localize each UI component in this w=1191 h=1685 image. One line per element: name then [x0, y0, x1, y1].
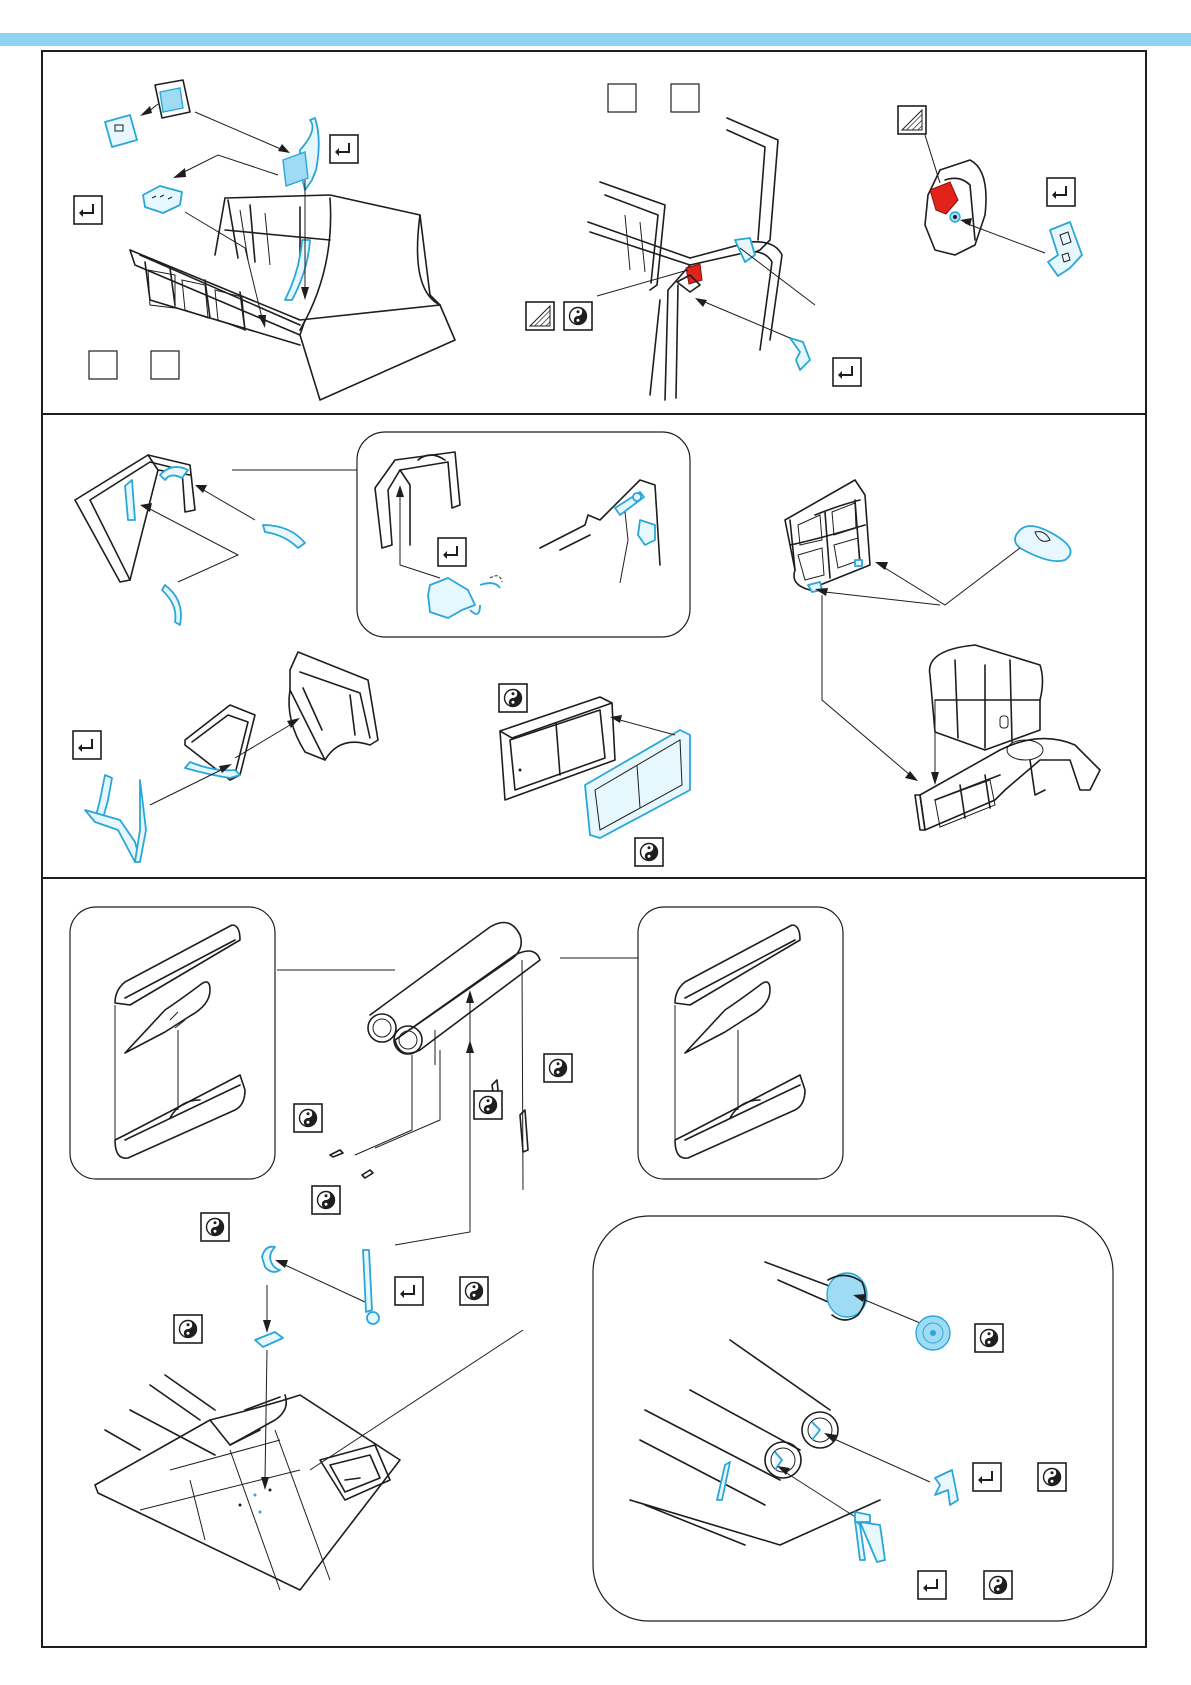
- yin-yang-paint-icon: [1038, 1463, 1066, 1491]
- yin-yang-paint-icon: [544, 1054, 572, 1082]
- bomb-tube-pair: [70, 907, 843, 1190]
- bend-icon: [1047, 178, 1075, 206]
- bend-icon: [833, 358, 861, 386]
- yin-yang-paint-icon: [312, 1186, 340, 1214]
- hatched-remove-icon: [526, 302, 554, 330]
- cage-frame-assembly: [785, 480, 1100, 830]
- detail-inset: [638, 907, 843, 1179]
- bend-icon: [438, 538, 466, 566]
- yin-yang-paint-icon: [499, 684, 527, 712]
- window-frame: [85, 652, 690, 862]
- bend-icon: [74, 196, 102, 224]
- yin-yang-paint-icon: [635, 838, 663, 866]
- canopy-bracket: [75, 432, 690, 637]
- bend-icon: [330, 135, 358, 163]
- yin-yang-paint-icon: [201, 1213, 229, 1241]
- empty-step-box: [608, 84, 636, 112]
- empty-step-box: [151, 351, 179, 379]
- yin-yang-paint-icon: [564, 302, 592, 330]
- yin-yang-paint-icon: [984, 1571, 1012, 1599]
- hatched-remove-icon: [898, 106, 926, 134]
- bend-icon: [395, 1277, 423, 1305]
- yin-yang-paint-icon: [460, 1277, 488, 1305]
- bend-icon: [73, 731, 101, 759]
- empty-step-box: [671, 84, 699, 112]
- empty-step-box: [89, 351, 117, 379]
- bend-icon: [918, 1571, 946, 1599]
- yin-yang-paint-icon: [474, 1091, 502, 1119]
- seat-rail-detail: [588, 84, 815, 400]
- yin-yang-paint-icon: [294, 1104, 322, 1132]
- bend-icon: [973, 1463, 1001, 1491]
- yin-yang-paint-icon: [174, 1315, 202, 1343]
- tube-end-caps: [593, 1216, 1113, 1621]
- yin-yang-paint-icon: [975, 1324, 1003, 1352]
